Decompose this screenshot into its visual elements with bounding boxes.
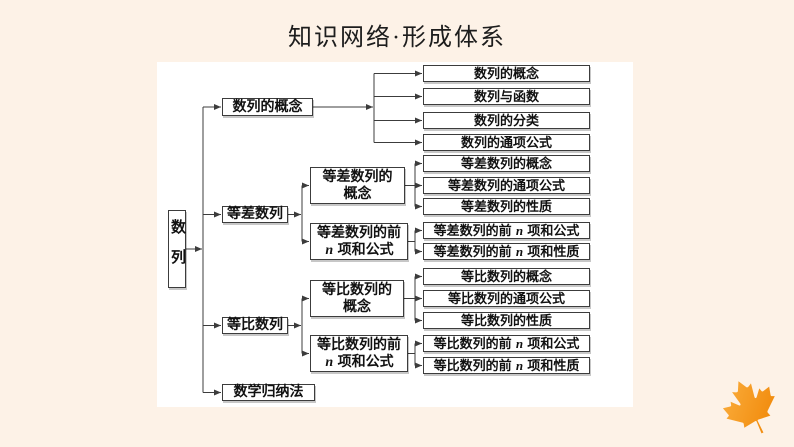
leaf-geom-properties: 等比数列的性质 <box>423 312 590 329</box>
leaf-arith-concept: 等差数列的概念 <box>423 155 590 172</box>
node-sequence-concept: 数列的概念 <box>222 98 313 116</box>
node-mathematical-induction: 数学归纳法 <box>222 384 315 401</box>
leaf-arith-properties: 等差数列的性质 <box>423 198 590 215</box>
node-arith-concept-group: 等差数列的 概念 <box>310 167 405 204</box>
node-arithmetic-sequence: 等差数列 <box>222 206 288 223</box>
leaf-seq-general-formula: 数列的通项公式 <box>423 134 590 151</box>
node-geometric-sequence: 等比数列 <box>222 317 288 334</box>
leaf-geom-concept: 等比数列的概念 <box>423 268 590 285</box>
leaf-seq-concept: 数列的概念 <box>423 65 590 82</box>
maple-leaf-icon <box>722 381 775 434</box>
leaf-arith-sum-properties: 等差数列的前 n 项和性质 <box>423 243 590 260</box>
leaf-geom-sum-properties: 等比数列的前 n 项和性质 <box>423 357 590 374</box>
leaf-seq-function: 数列与函数 <box>423 88 590 105</box>
node-arith-sum-group: 等差数列的前 n 项和公式 <box>310 223 408 260</box>
leaf-arith-general-formula: 等差数列的通项公式 <box>423 177 590 194</box>
node-geom-concept-group: 等比数列的 概念 <box>310 280 404 317</box>
leaf-seq-classification: 数列的分类 <box>423 112 590 129</box>
node-geom-sum-group: 等比数列的前 n 项和公式 <box>310 335 408 372</box>
leaf-geom-sum-formula: 等比数列的前 n 项和公式 <box>423 335 590 352</box>
leaf-arith-sum-formula: 等差数列的前 n 项和公式 <box>423 222 590 239</box>
node-sequence-root: 数列 <box>168 210 186 288</box>
page-title: 知识网络·形成体系 <box>288 25 506 51</box>
leaf-geom-general-formula: 等比数列的通项公式 <box>423 290 590 307</box>
